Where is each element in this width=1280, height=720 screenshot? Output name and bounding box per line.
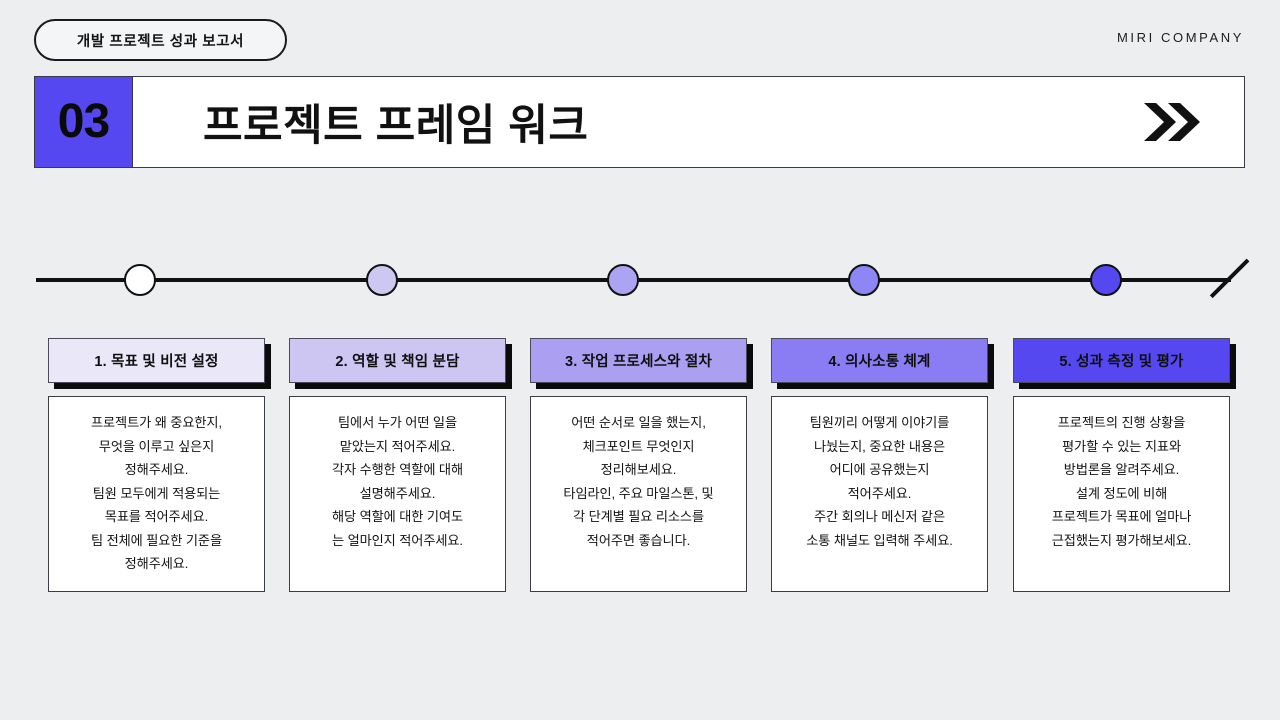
card-title: 2. 역할 및 책임 분담 xyxy=(335,354,460,370)
framework-card: 5. 성과 측정 및 평가 프로젝트의 진행 상황을 평가할 수 있는 지표와 … xyxy=(1013,338,1230,592)
section-title: 프로젝트 프레임 워크 xyxy=(133,77,1140,167)
card-body: 프로젝트의 진행 상황을 평가할 수 있는 지표와 방법론을 알려주세요. 설계… xyxy=(1013,396,1230,592)
card-title: 1. 목표 및 비전 설정 xyxy=(94,354,219,370)
card-title: 5. 성과 측정 및 평가 xyxy=(1059,354,1184,370)
framework-card: 1. 목표 및 비전 설정 프로젝트가 왜 중요한지, 무엇을 이루고 싶은지 … xyxy=(48,338,265,592)
timeline-dot-5 xyxy=(1090,264,1122,296)
card-header: 5. 성과 측정 및 평가 xyxy=(1013,338,1230,383)
card-body: 팀에서 누가 어떤 일을 맡았는지 적어주세요. 각자 수행한 역할에 대해 설… xyxy=(289,396,506,592)
card-description: 어떤 순서로 일을 했는지, 체크포인트 무엇인지 정리해보세요. 타임라인, … xyxy=(563,415,714,548)
card-description: 팀원끼리 어떻게 이야기를 나눴는지, 중요한 내용은 어디에 공유했는지 적어… xyxy=(806,415,953,548)
section-number-box: 03 xyxy=(35,77,133,167)
card-header: 4. 의사소통 체계 xyxy=(771,338,988,383)
card-title: 3. 작업 프로세스와 절차 xyxy=(564,354,713,370)
card-description: 팀에서 누가 어떤 일을 맡았는지 적어주세요. 각자 수행한 역할에 대해 설… xyxy=(331,415,464,548)
card-title: 4. 의사소통 체계 xyxy=(828,354,931,370)
framework-cards: 1. 목표 및 비전 설정 프로젝트가 왜 중요한지, 무엇을 이루고 싶은지 … xyxy=(0,338,1280,592)
page-title: 프로젝트 프레임 워크 xyxy=(203,102,589,150)
report-title-pill: 개발 프로젝트 성과 보고서 xyxy=(34,19,287,61)
timeline-dot-2 xyxy=(366,264,398,296)
framework-card: 4. 의사소통 체계 팀원끼리 어떻게 이야기를 나눴는지, 중요한 내용은 어… xyxy=(771,338,988,592)
section-title-bar: 03 프로젝트 프레임 워크 xyxy=(34,76,1245,168)
timeline-dot-3 xyxy=(607,264,639,296)
card-body: 팀원끼리 어떻게 이야기를 나눴는지, 중요한 내용은 어디에 공유했는지 적어… xyxy=(771,396,988,592)
card-description: 프로젝트의 진행 상황을 평가할 수 있는 지표와 방법론을 알려주세요. 설계… xyxy=(1051,415,1192,548)
framework-card: 3. 작업 프로세스와 절차 어떤 순서로 일을 했는지, 체크포인트 무엇인지… xyxy=(530,338,747,592)
report-title-label: 개발 프로젝트 성과 보고서 xyxy=(76,33,245,50)
timeline xyxy=(0,236,1280,326)
top-bar: 개발 프로젝트 성과 보고서 MIRI COMPANY xyxy=(34,19,1244,61)
framework-card: 2. 역할 및 책임 분담 팀에서 누가 어떤 일을 맡았는지 적어주세요. 각… xyxy=(289,338,506,592)
timeline-dot-1 xyxy=(124,264,156,296)
card-body: 프로젝트가 왜 중요한지, 무엇을 이루고 싶은지 정해주세요. 팀원 모두에게… xyxy=(48,396,265,592)
arrow-head-icon xyxy=(1196,242,1244,282)
card-body: 어떤 순서로 일을 했는지, 체크포인트 무엇인지 정리해보세요. 타임라인, … xyxy=(530,396,747,592)
card-description: 프로젝트가 왜 중요한지, 무엇을 이루고 싶은지 정해주세요. 팀원 모두에게… xyxy=(90,415,223,571)
double-chevron-right-icon xyxy=(1140,77,1244,167)
card-header: 2. 역할 및 책임 분담 xyxy=(289,338,506,383)
card-header: 3. 작업 프로세스와 절차 xyxy=(530,338,747,383)
card-header: 1. 목표 및 비전 설정 xyxy=(48,338,265,383)
timeline-dot-4 xyxy=(848,264,880,296)
company-name-label: MIRI COMPANY xyxy=(1116,30,1244,45)
section-number-label: 03 xyxy=(57,95,110,148)
